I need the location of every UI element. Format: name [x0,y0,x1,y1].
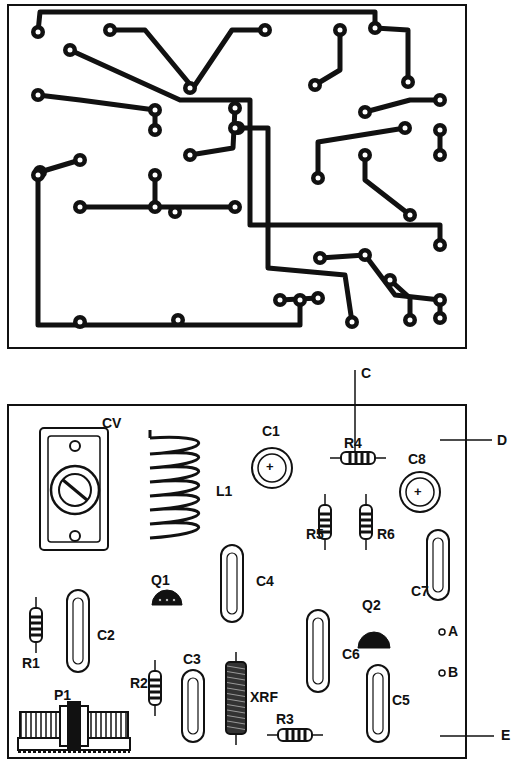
part-label: C [361,366,371,380]
part-label: CV [102,416,121,430]
part-label: XRF [250,690,278,704]
part-label: R2 [130,676,148,690]
part-label: C4 [256,574,274,588]
trimmer-capacitor [40,428,108,550]
copper-traces [38,12,440,325]
passive-parts [30,452,449,742]
part-label: Q1 [151,573,170,587]
part-label: R5 [306,527,324,541]
resistor-symbol [267,729,323,741]
part-label: C1 [262,424,280,438]
part-label: C6 [342,647,360,661]
terminal-pad [439,629,445,676]
part-label: Q2 [362,598,381,612]
capacitor-symbol [367,665,389,742]
part-label: R1 [22,656,40,670]
part-label: R3 [276,712,294,726]
component-board [8,405,466,758]
resistor-symbol [360,494,372,550]
transistor [152,590,390,648]
part-label: R6 [377,527,395,541]
capacitor-symbol [182,670,204,742]
capacitor-symbol [307,610,329,692]
part-label: C8 [408,452,426,466]
coil-symbol [150,430,199,538]
copper-board [8,5,466,348]
part-label: C7 [411,584,429,598]
resistor-symbol [319,494,331,550]
part-label: L1 [216,484,232,498]
part-label: B [448,665,458,679]
capacitor-symbol [427,530,449,600]
rf-choke [226,652,246,745]
polarity-mark: + [414,485,422,498]
part-label: E [501,728,510,742]
resistor-symbol [330,452,386,464]
capacitor-symbol [67,590,89,672]
part-label: C5 [392,693,410,707]
polarity-mark: + [266,460,274,473]
solder-pads [31,21,447,329]
part-label: A [448,624,458,638]
potentiometer [18,702,130,752]
part-label: C3 [183,652,201,666]
part-label: R4 [344,436,362,450]
electrolytic-capacitor [252,448,440,512]
resistor-symbol [30,597,42,653]
part-label: C2 [97,628,115,642]
capacitor-symbol [221,545,243,622]
part-label: P1 [54,688,71,702]
part-label: D [497,433,507,447]
resistor-symbol [149,660,161,716]
